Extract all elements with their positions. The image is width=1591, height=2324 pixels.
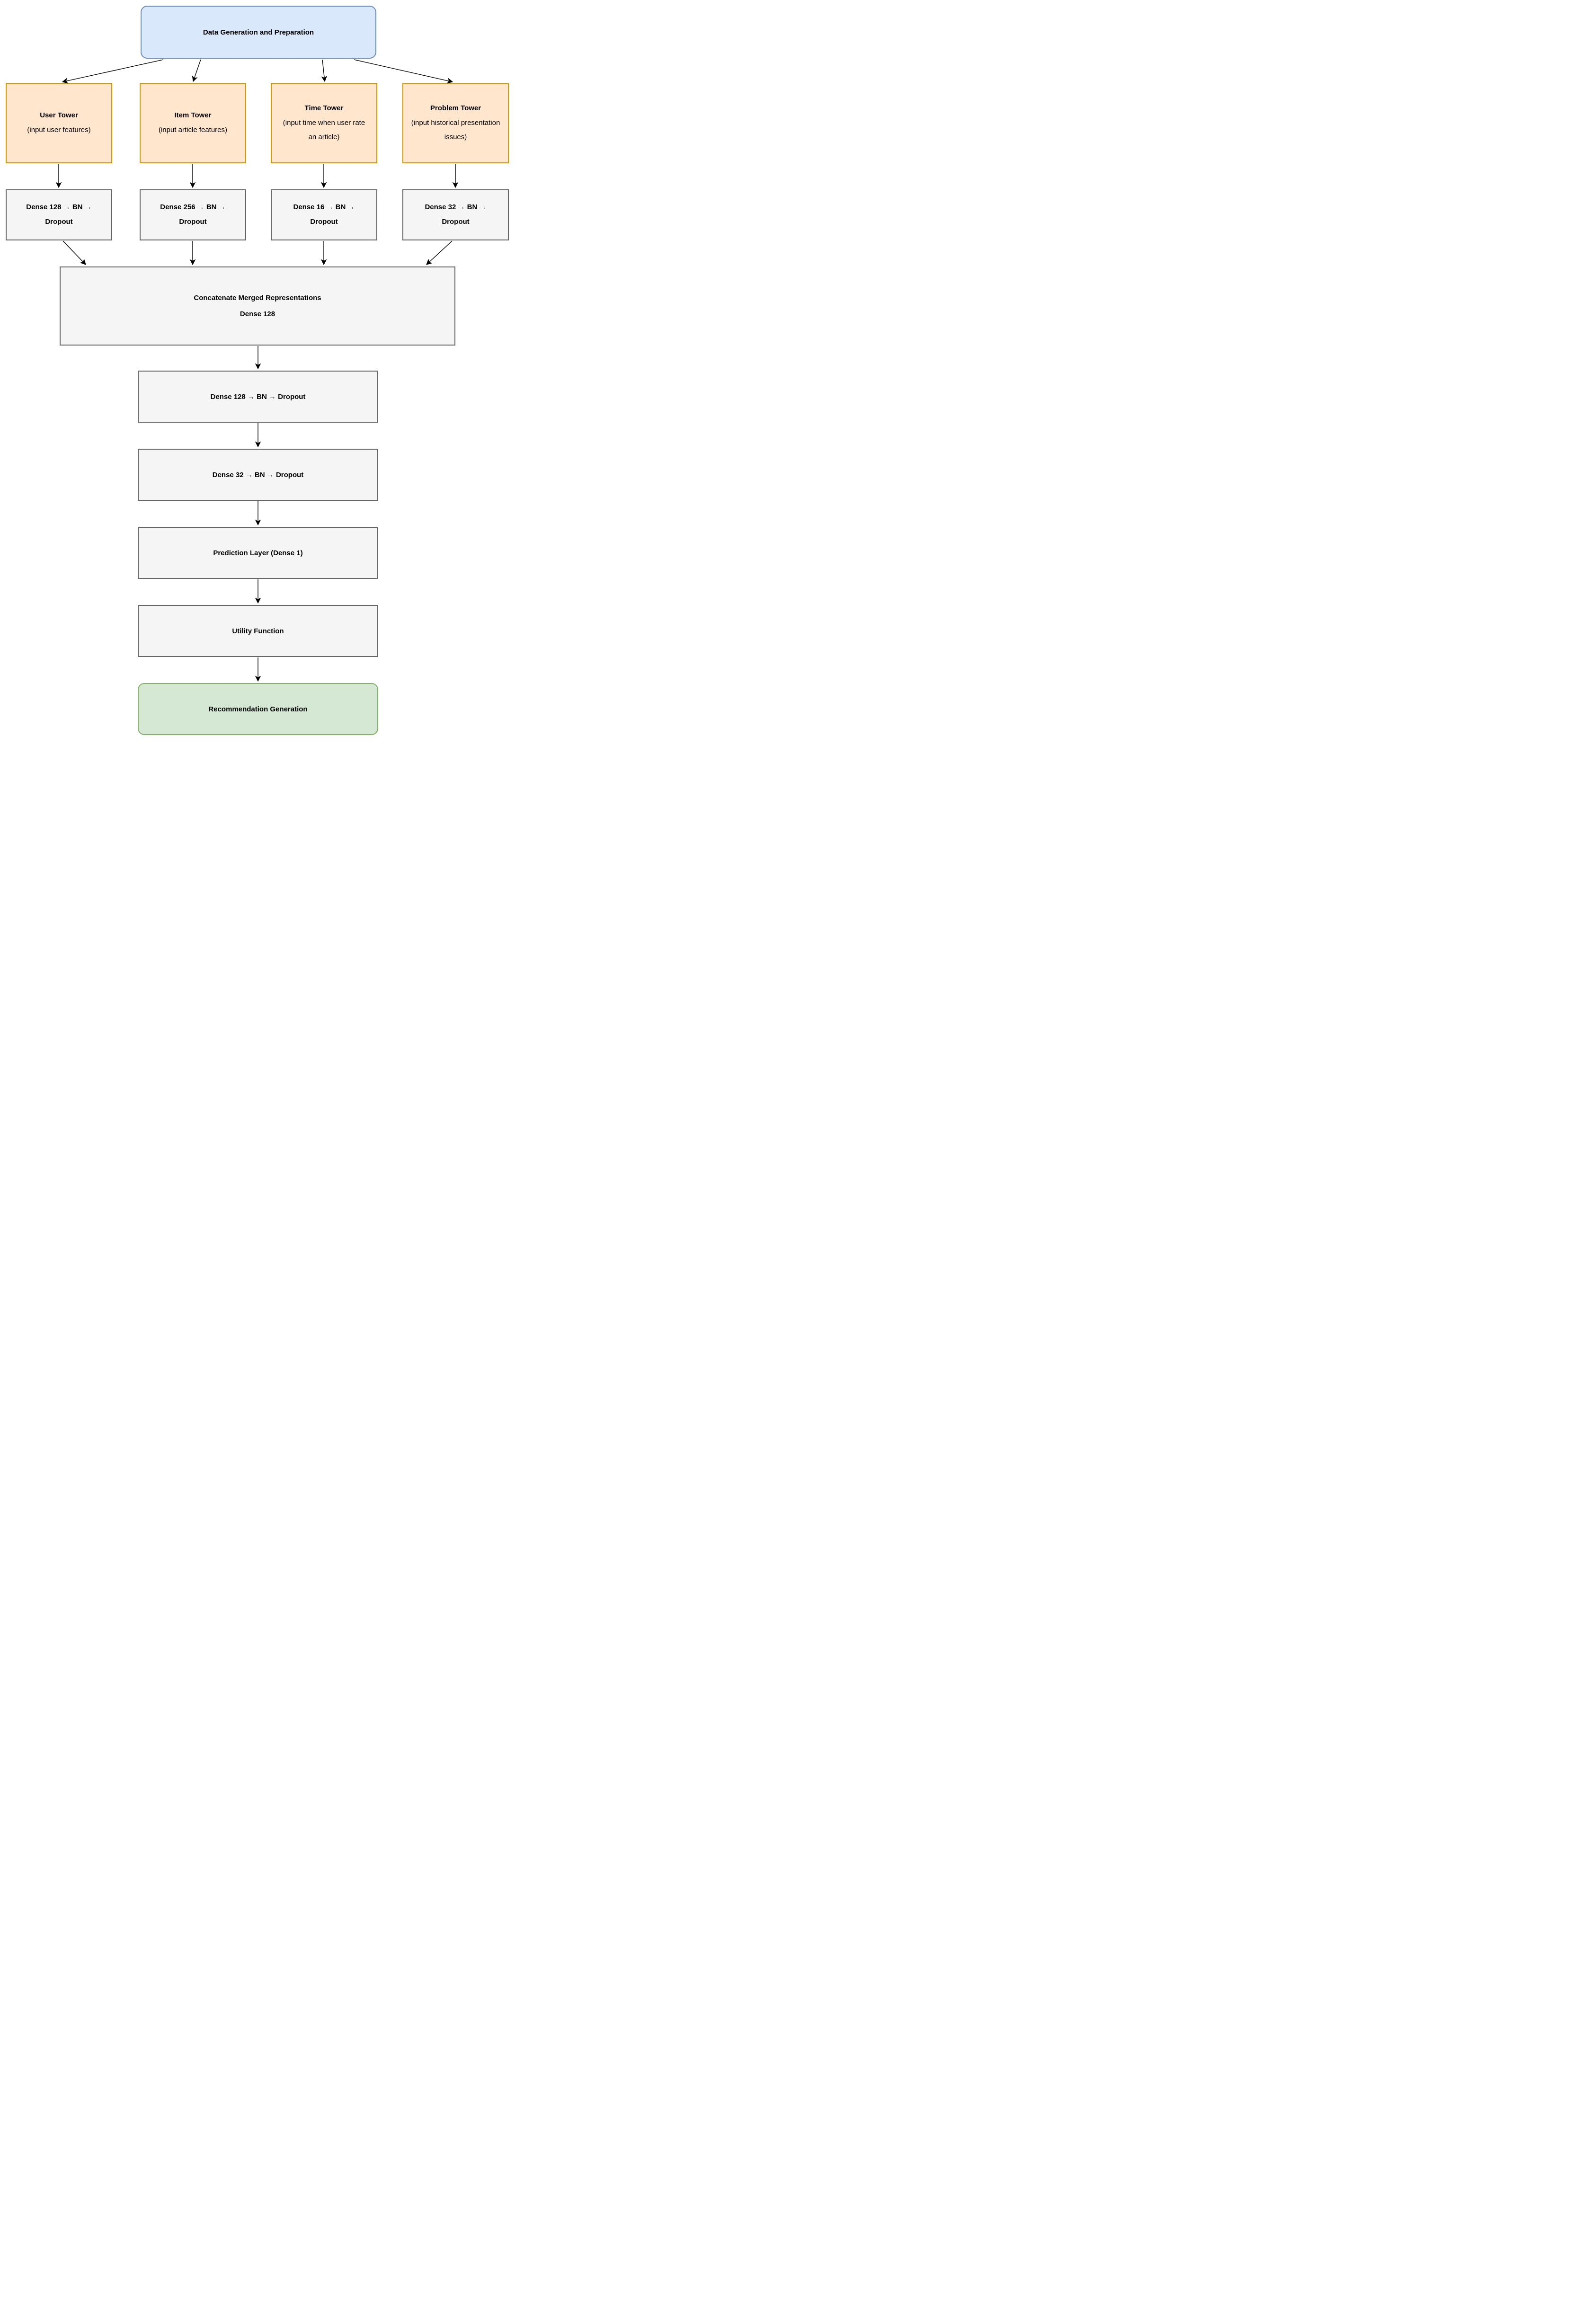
concatenate-label: Concatenate Merged Representations bbox=[194, 294, 321, 302]
arrow-source-to-problem-tower bbox=[354, 59, 453, 84]
pipeline-box-dense128: Dense 128 → BN → Dropout bbox=[138, 371, 378, 423]
tower-subtitle: (input historical presentation issues) bbox=[411, 118, 500, 142]
data-generation-label: Data Generation and Preparation bbox=[203, 28, 314, 36]
tower-title: User Tower bbox=[40, 111, 78, 120]
tower-box-time: Time Tower (input time when user rate an… bbox=[271, 83, 377, 163]
dense-box-problem: Dense 32 → BN → Dropout bbox=[402, 189, 509, 240]
dense-label-line1: Dense 32 → BN → bbox=[425, 203, 487, 212]
arrow-source-to-user-tower bbox=[62, 59, 164, 84]
pipeline-box-prediction-layer: Prediction Layer (Dense 1) bbox=[138, 527, 378, 579]
tower-title: Problem Tower bbox=[430, 104, 481, 112]
arrow-problem-dense-to-concat bbox=[426, 240, 453, 265]
dense-label-line2: Dropout bbox=[179, 218, 207, 226]
concatenate-dense-label: Dense 128 bbox=[240, 310, 276, 318]
pipeline-label: Utility Function bbox=[232, 627, 284, 635]
dense-label-line2: Dropout bbox=[310, 218, 338, 226]
pipeline-label: Prediction Layer (Dense 1) bbox=[213, 549, 303, 557]
dense-label-line1: Dense 16 → BN → bbox=[293, 203, 355, 212]
tower-subtitle: (input article features) bbox=[158, 126, 228, 134]
dense-box-item: Dense 256 → BN → Dropout bbox=[140, 189, 246, 240]
tower-subtitle: (input user features) bbox=[27, 126, 91, 134]
pipeline-label: Dense 32 → BN → Dropout bbox=[212, 470, 304, 479]
dense-label-line2: Dropout bbox=[442, 218, 470, 226]
concatenate-box: Concatenate Merged Representations Dense… bbox=[60, 266, 455, 346]
flowchart-canvas: Data Generation and Preparation User Tow… bbox=[0, 0, 511, 747]
data-generation-box: Data Generation and Preparation bbox=[141, 6, 376, 59]
dense-box-time: Dense 16 → BN → Dropout bbox=[271, 189, 377, 240]
dense-label-line2: Dropout bbox=[45, 218, 73, 226]
recommendation-generation-label: Recommendation Generation bbox=[208, 705, 308, 713]
arrow-user-dense-to-concat bbox=[62, 240, 86, 265]
dense-label-line1: Dense 128 → BN → bbox=[26, 203, 92, 212]
dense-label-line1: Dense 256 → BN → bbox=[160, 203, 226, 212]
tower-box-user: User Tower (input user features) bbox=[6, 83, 112, 163]
recommendation-generation-box: Recommendation Generation bbox=[138, 683, 378, 735]
pipeline-box-utility-function: Utility Function bbox=[138, 605, 378, 657]
tower-box-problem: Problem Tower (input historical presenta… bbox=[402, 83, 509, 163]
pipeline-label: Dense 128 → BN → Dropout bbox=[210, 392, 306, 401]
tower-title: Time Tower bbox=[304, 104, 344, 112]
tower-subtitle: (input time when user rate an article) bbox=[283, 118, 365, 142]
tower-title: Item Tower bbox=[174, 111, 212, 120]
arrow-source-to-item-tower bbox=[192, 59, 201, 82]
dense-box-user: Dense 128 → BN → Dropout bbox=[6, 189, 112, 240]
tower-box-item: Item Tower (input article features) bbox=[140, 83, 246, 163]
pipeline-box-dense32: Dense 32 → BN → Dropout bbox=[138, 449, 378, 501]
arrow-source-to-time-tower bbox=[321, 59, 328, 82]
